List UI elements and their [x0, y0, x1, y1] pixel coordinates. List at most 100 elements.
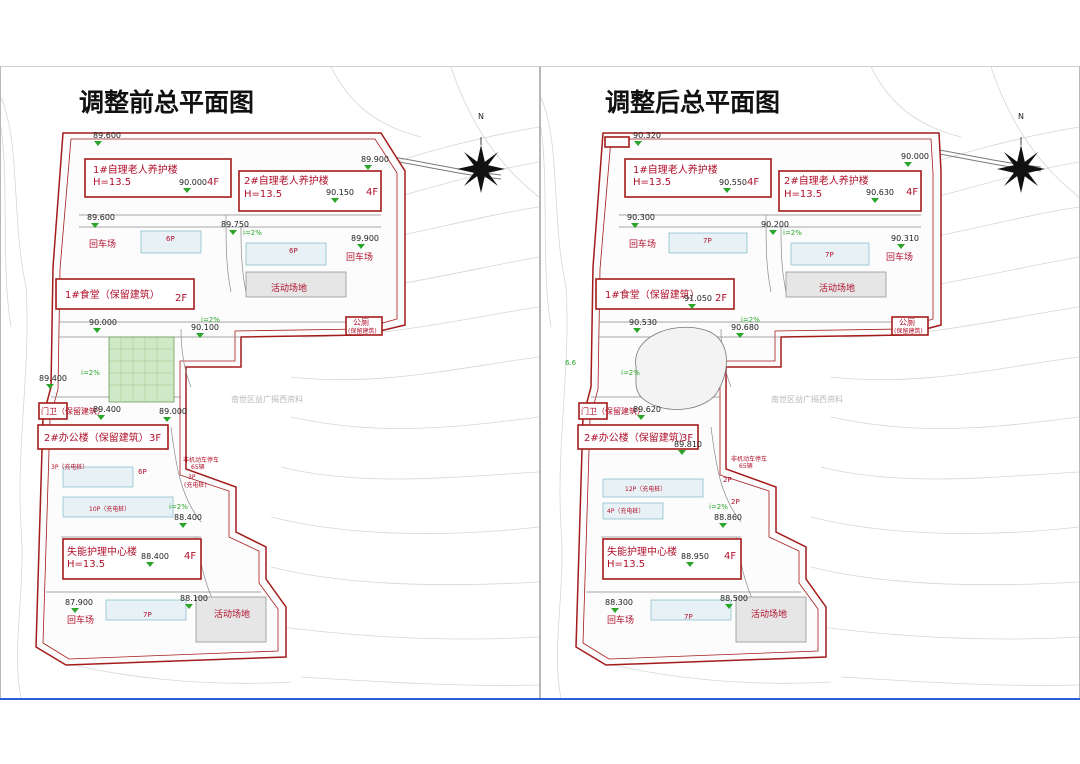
toilet-label: 公厕: [353, 318, 369, 327]
office-name: 2#办公楼（保留建筑）: [44, 431, 149, 444]
parking-label: (充电桩): [184, 481, 207, 489]
elevation-label: 90.000: [89, 318, 117, 327]
nursing-floors: 4F: [184, 551, 196, 562]
building-2: [778, 170, 922, 212]
watermark: 南世区益广揭西资料: [771, 394, 843, 404]
parking-label: 7P: [684, 613, 693, 621]
elevation-label: 90.320: [633, 131, 661, 140]
elevation-label: 88.400: [174, 513, 202, 522]
activity-area-2: 活动场地: [751, 608, 787, 620]
gate: [578, 402, 608, 420]
turnaround-1: 回车场: [89, 238, 116, 250]
central-courtyard: [108, 336, 175, 403]
canteen-name: 1#食堂（保留建筑）: [605, 288, 700, 301]
building-2-height: H=13.5: [784, 189, 822, 200]
office-floors: 3F: [681, 433, 693, 444]
activity-area-1: 活动场地: [819, 282, 855, 294]
elevation-label: 89.600: [93, 131, 121, 140]
nursing-height: H=13.5: [67, 559, 105, 570]
gate-label: 门卫（保留建筑）: [41, 406, 105, 416]
panel-title: 调整前总平面图: [79, 88, 255, 117]
office-name: 2#办公楼（保留建筑）: [584, 431, 689, 444]
nursing-height: H=13.5: [607, 559, 645, 570]
svg-text:i=2%: i=2%: [169, 503, 188, 511]
nursing-name: 失能护理中心楼: [607, 545, 677, 558]
parking-label: 4P（充电桩）: [607, 507, 644, 515]
parking-label: 7P: [825, 251, 834, 259]
panel-title: 调整后总平面图: [605, 88, 781, 117]
turnaround-3: 回车场: [67, 614, 94, 626]
canteen: [595, 278, 735, 310]
slope-labels: i=2% i=2% i=2% i=2%: [81, 229, 262, 511]
misc-label: 6.6: [565, 359, 577, 367]
svg-text:i=2%: i=2%: [201, 316, 220, 324]
svg-text:i=2%: i=2%: [709, 503, 728, 511]
gate-label: 门卫（保留建筑）: [581, 406, 645, 416]
elevation-label: 89.400: [93, 405, 121, 414]
parking-label: 7P: [143, 611, 152, 619]
elevation-label: 88.860: [714, 513, 742, 522]
bike-count: 65辆: [191, 463, 205, 471]
buildings: [37, 158, 383, 580]
elevation-label: 89.750: [221, 220, 249, 229]
elevation-markers: [46, 141, 372, 613]
turnaround-3: 回车场: [607, 614, 634, 626]
elevation-label: 90.680: [731, 323, 759, 332]
nursing-elev: 88.950: [681, 552, 709, 561]
parking-label: 6P: [289, 247, 298, 255]
svg-text:i=2%: i=2%: [741, 316, 760, 324]
nursing-name: 失能护理中心楼: [67, 545, 137, 558]
plan-before-panel: 调整前总平面图: [0, 66, 540, 699]
contour-lines: [1, 67, 539, 699]
parking-label: 12P（充电桩）: [625, 485, 666, 493]
building-1-floors: 4F: [747, 177, 759, 188]
parking-label: 6P: [166, 235, 175, 243]
elevation-label: 90.300: [627, 213, 655, 222]
building-1-elev: 90.000: [179, 178, 207, 187]
toilet-sub: (保留建筑): [894, 327, 923, 335]
parking-label: 2P: [723, 476, 732, 484]
office: [577, 424, 699, 450]
elevation-label: 88.300: [605, 598, 633, 607]
building-2-floors: 4F: [906, 187, 918, 198]
small-structure: [604, 136, 630, 148]
building-2-elev: 90.630: [866, 188, 894, 197]
nursing-floors: 4F: [724, 551, 736, 562]
building-1-name: 1#自理老人养护楼: [633, 163, 718, 176]
central-courtyard: [635, 326, 727, 410]
elevation-label: 88.100: [180, 594, 208, 603]
nursing-elev: 88.400: [141, 552, 169, 561]
building-2-name: 2#自理老人养护楼: [244, 174, 329, 187]
frame-bottom-line: [0, 698, 1080, 700]
site-plan-before: N: [1, 67, 539, 699]
building-1: [84, 158, 232, 198]
turnaround-2: 回车场: [346, 251, 373, 263]
elevation-label: 90.100: [191, 323, 219, 332]
activity-areas: [195, 271, 347, 643]
bike-parking: 非机动车停车: [731, 455, 767, 463]
elevation-markers: [611, 141, 912, 613]
slope-labels: i=2% i=2% i=2% i=2%: [621, 229, 802, 511]
north-arrow-icon: [457, 137, 505, 193]
elevation-label: 89.000: [159, 407, 187, 416]
svg-text:i=2%: i=2%: [783, 229, 802, 237]
parking-label: 3P（充电桩）: [51, 463, 88, 471]
toilet-label: 公厕: [899, 318, 915, 327]
canteen-floors: 2F: [715, 293, 727, 304]
toilet-sub: (保留建筑): [348, 327, 377, 335]
elevation-label: 90.530: [629, 318, 657, 327]
building-2-height: H=13.5: [244, 189, 282, 200]
bike-parking: 非机动车停车: [183, 456, 219, 464]
site-boundary: [35, 132, 406, 666]
plan-after-panel: 调整后总平面图: [540, 66, 1080, 699]
building-1-floors: 4F: [207, 177, 219, 188]
elevation-label: 88.500: [720, 594, 748, 603]
building-1-height: H=13.5: [93, 177, 131, 188]
gate: [38, 402, 68, 420]
toilet: [891, 316, 929, 336]
toilet: [345, 316, 383, 336]
parking-label: 3P: [188, 474, 196, 481]
elevation-label: 90.310: [891, 234, 919, 243]
elevation-label: 87.900: [65, 598, 93, 607]
elevation-label: 89.900: [361, 155, 389, 164]
